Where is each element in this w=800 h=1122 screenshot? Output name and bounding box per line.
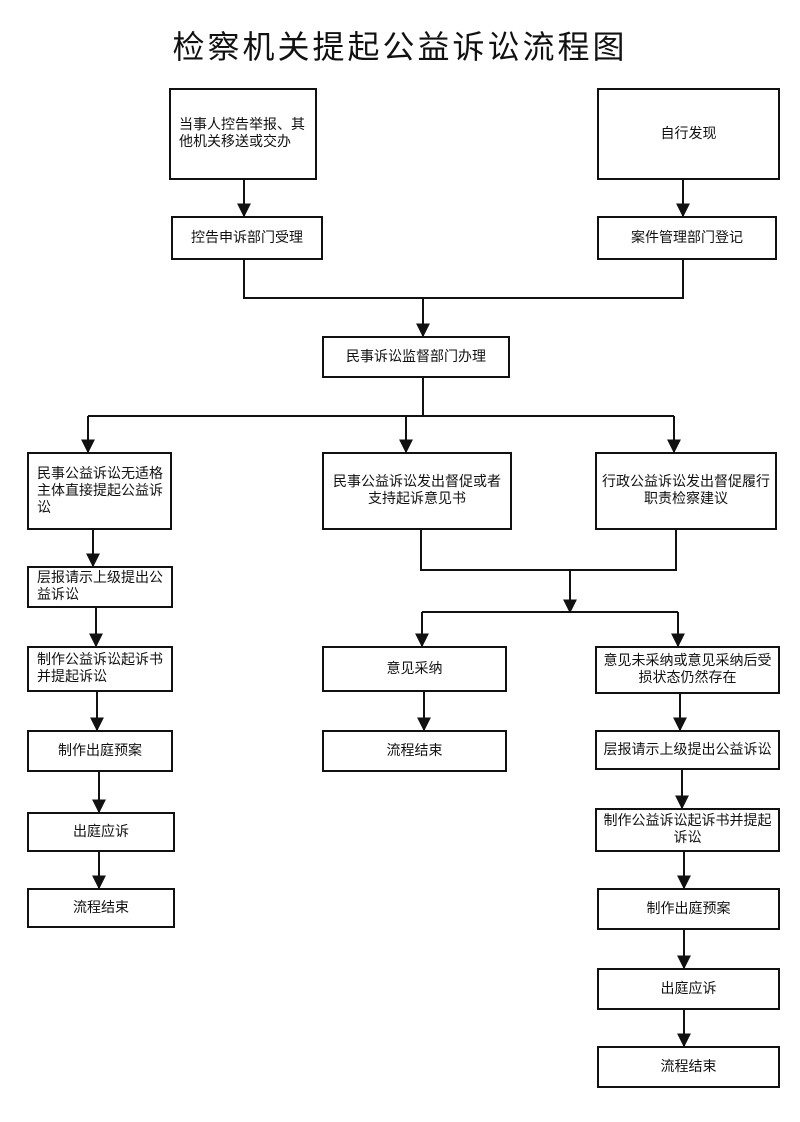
box-not-adopted: 意见未采纳或意见采纳后受损状态仍然存在 — [595, 646, 780, 694]
box-civil-no-subject: 民事公益诉讼无适格主体直接提起公益诉讼 — [27, 452, 172, 530]
box-left-end: 流程结束 — [27, 888, 175, 928]
box-left-draft-label: 制作公益诉讼起诉书并提起诉讼 — [37, 652, 163, 685]
box-left-plan: 制作出庭预案 — [27, 730, 173, 772]
box-admin-urge-label: 行政公益诉讼发出督促履行职责检察建议 — [602, 474, 770, 507]
box-civil-supervision-label: 民事诉讼监督部门办理 — [346, 348, 486, 365]
box-complaint-report-label: 当事人控告举报、其他机关移送或交办 — [179, 117, 305, 150]
box-right-end: 流程结束 — [597, 1046, 780, 1088]
box-civil-urge-label: 民事公益诉讼发出督促或者支持起诉意见书 — [333, 474, 501, 507]
box-right-draft: 制作公益诉讼起诉书并提起诉讼 — [595, 808, 780, 852]
box-case-mgmt: 案件管理部门登记 — [597, 216, 777, 260]
box-left-court: 出庭应诉 — [27, 812, 175, 852]
box-left-report-label: 层报请示上级提出公益诉讼 — [37, 570, 163, 603]
connector-merge-mid — [420, 530, 677, 571]
box-left-end-label: 流程结束 — [73, 899, 129, 916]
box-adopted: 意见采纳 — [322, 646, 507, 692]
box-right-court-label: 出庭应诉 — [660, 980, 717, 997]
box-right-plan-label: 制作出庭预案 — [646, 900, 731, 917]
box-civil-supervision: 民事诉讼监督部门办理 — [322, 336, 510, 378]
box-complaint-dept: 控告申诉部门受理 — [171, 216, 323, 260]
box-mid-end: 流程结束 — [322, 730, 507, 772]
box-case-mgmt-label: 案件管理部门登记 — [631, 229, 743, 246]
box-left-draft: 制作公益诉讼起诉书并提起诉讼 — [27, 646, 173, 692]
box-left-court-label: 出庭应诉 — [73, 823, 129, 840]
box-right-report-label: 层报请示上级提出公益诉讼 — [603, 741, 772, 758]
box-right-report: 层报请示上级提出公益诉讼 — [595, 730, 780, 770]
box-complaint-report: 当事人控告举报、其他机关移送或交办 — [169, 88, 317, 180]
box-self-discovery: 自行发现 — [597, 88, 780, 180]
page-title: 检察机关提起公益诉讼流程图 — [172, 28, 628, 66]
box-right-plan: 制作出庭预案 — [597, 888, 780, 930]
box-adopted-label: 意见采纳 — [386, 660, 443, 677]
box-right-draft-label: 制作公益诉讼起诉书并提起诉讼 — [603, 813, 772, 846]
box-mid-end-label: 流程结束 — [386, 742, 443, 759]
box-self-discovery-label: 自行发现 — [660, 125, 717, 142]
connector-merge-top — [243, 260, 684, 299]
box-right-court: 出庭应诉 — [597, 968, 780, 1010]
box-admin-urge: 行政公益诉讼发出督促履行职责检察建议 — [595, 452, 777, 530]
box-complaint-dept-label: 控告申诉部门受理 — [191, 229, 303, 246]
box-not-adopted-label: 意见未采纳或意见采纳后受损状态仍然存在 — [603, 653, 772, 686]
box-civil-no-subject-label: 民事公益诉讼无适格主体直接提起公益诉讼 — [37, 465, 163, 516]
box-left-report: 层报请示上级提出公益诉讼 — [27, 566, 173, 608]
box-left-plan-label: 制作出庭预案 — [58, 742, 142, 759]
box-civil-urge: 民事公益诉讼发出督促或者支持起诉意见书 — [322, 452, 512, 530]
box-right-end-label: 流程结束 — [660, 1058, 717, 1075]
